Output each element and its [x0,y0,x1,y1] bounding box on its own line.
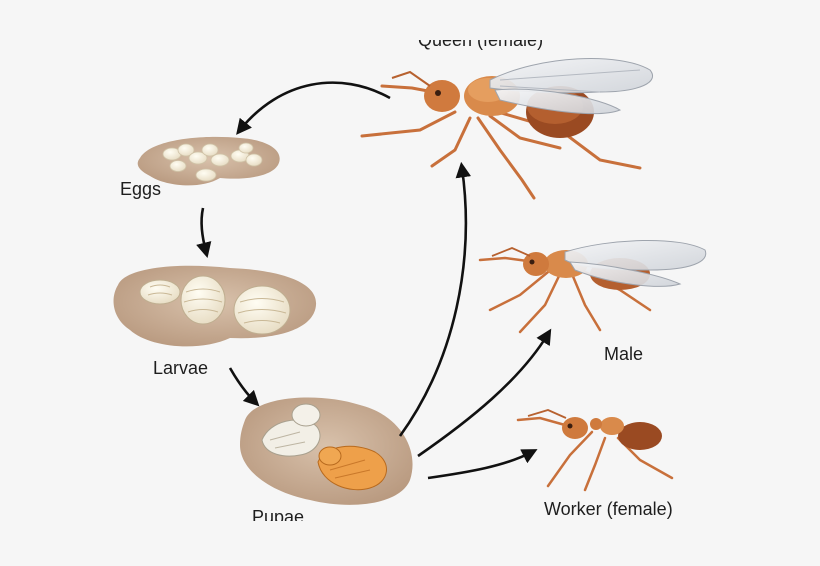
worker-ant [516,409,674,492]
worker-label: Worker (female) [544,499,673,519]
pupae-label: Pupae [252,508,305,521]
arrow-larvae-to-pupae [228,367,260,407]
queen-ant [360,58,653,200]
pupa-orange [317,445,387,491]
cycle-arrows [196,81,552,480]
eggs-nest [137,136,280,186]
male-ant [478,239,707,334]
arrow-pupae-to-queen [398,161,472,437]
egg-cluster [162,142,263,182]
queen-label: Queen (female) [418,40,543,50]
eggs-label: Eggs [120,179,162,199]
larva-group [139,275,291,335]
pupae-nest [240,397,413,505]
arrow-pupae-to-male [417,328,552,458]
arrow-eggs-to-larvae [196,207,212,259]
queen-label-text: Queen (female) [418,40,544,50]
male-label: Male [604,344,644,364]
pupa-white [261,403,321,457]
arrow-pupae-to-worker [427,449,538,480]
larvae-nest [113,265,317,347]
arrow-queen-to-eggs [236,81,391,135]
larvae-label: Larvae [153,358,209,378]
